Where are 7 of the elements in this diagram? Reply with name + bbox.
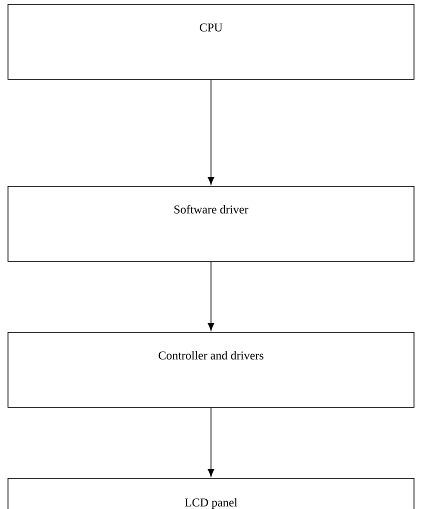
process-box: Software driver: [8, 186, 414, 262]
arrow: [208, 407, 214, 477]
process-box: LCD panel: [8, 478, 414, 509]
arrow: [208, 79, 214, 185]
process-box: Controller and drivers: [8, 332, 414, 408]
arrow: [208, 261, 214, 331]
process-box: CPU: [8, 4, 414, 80]
